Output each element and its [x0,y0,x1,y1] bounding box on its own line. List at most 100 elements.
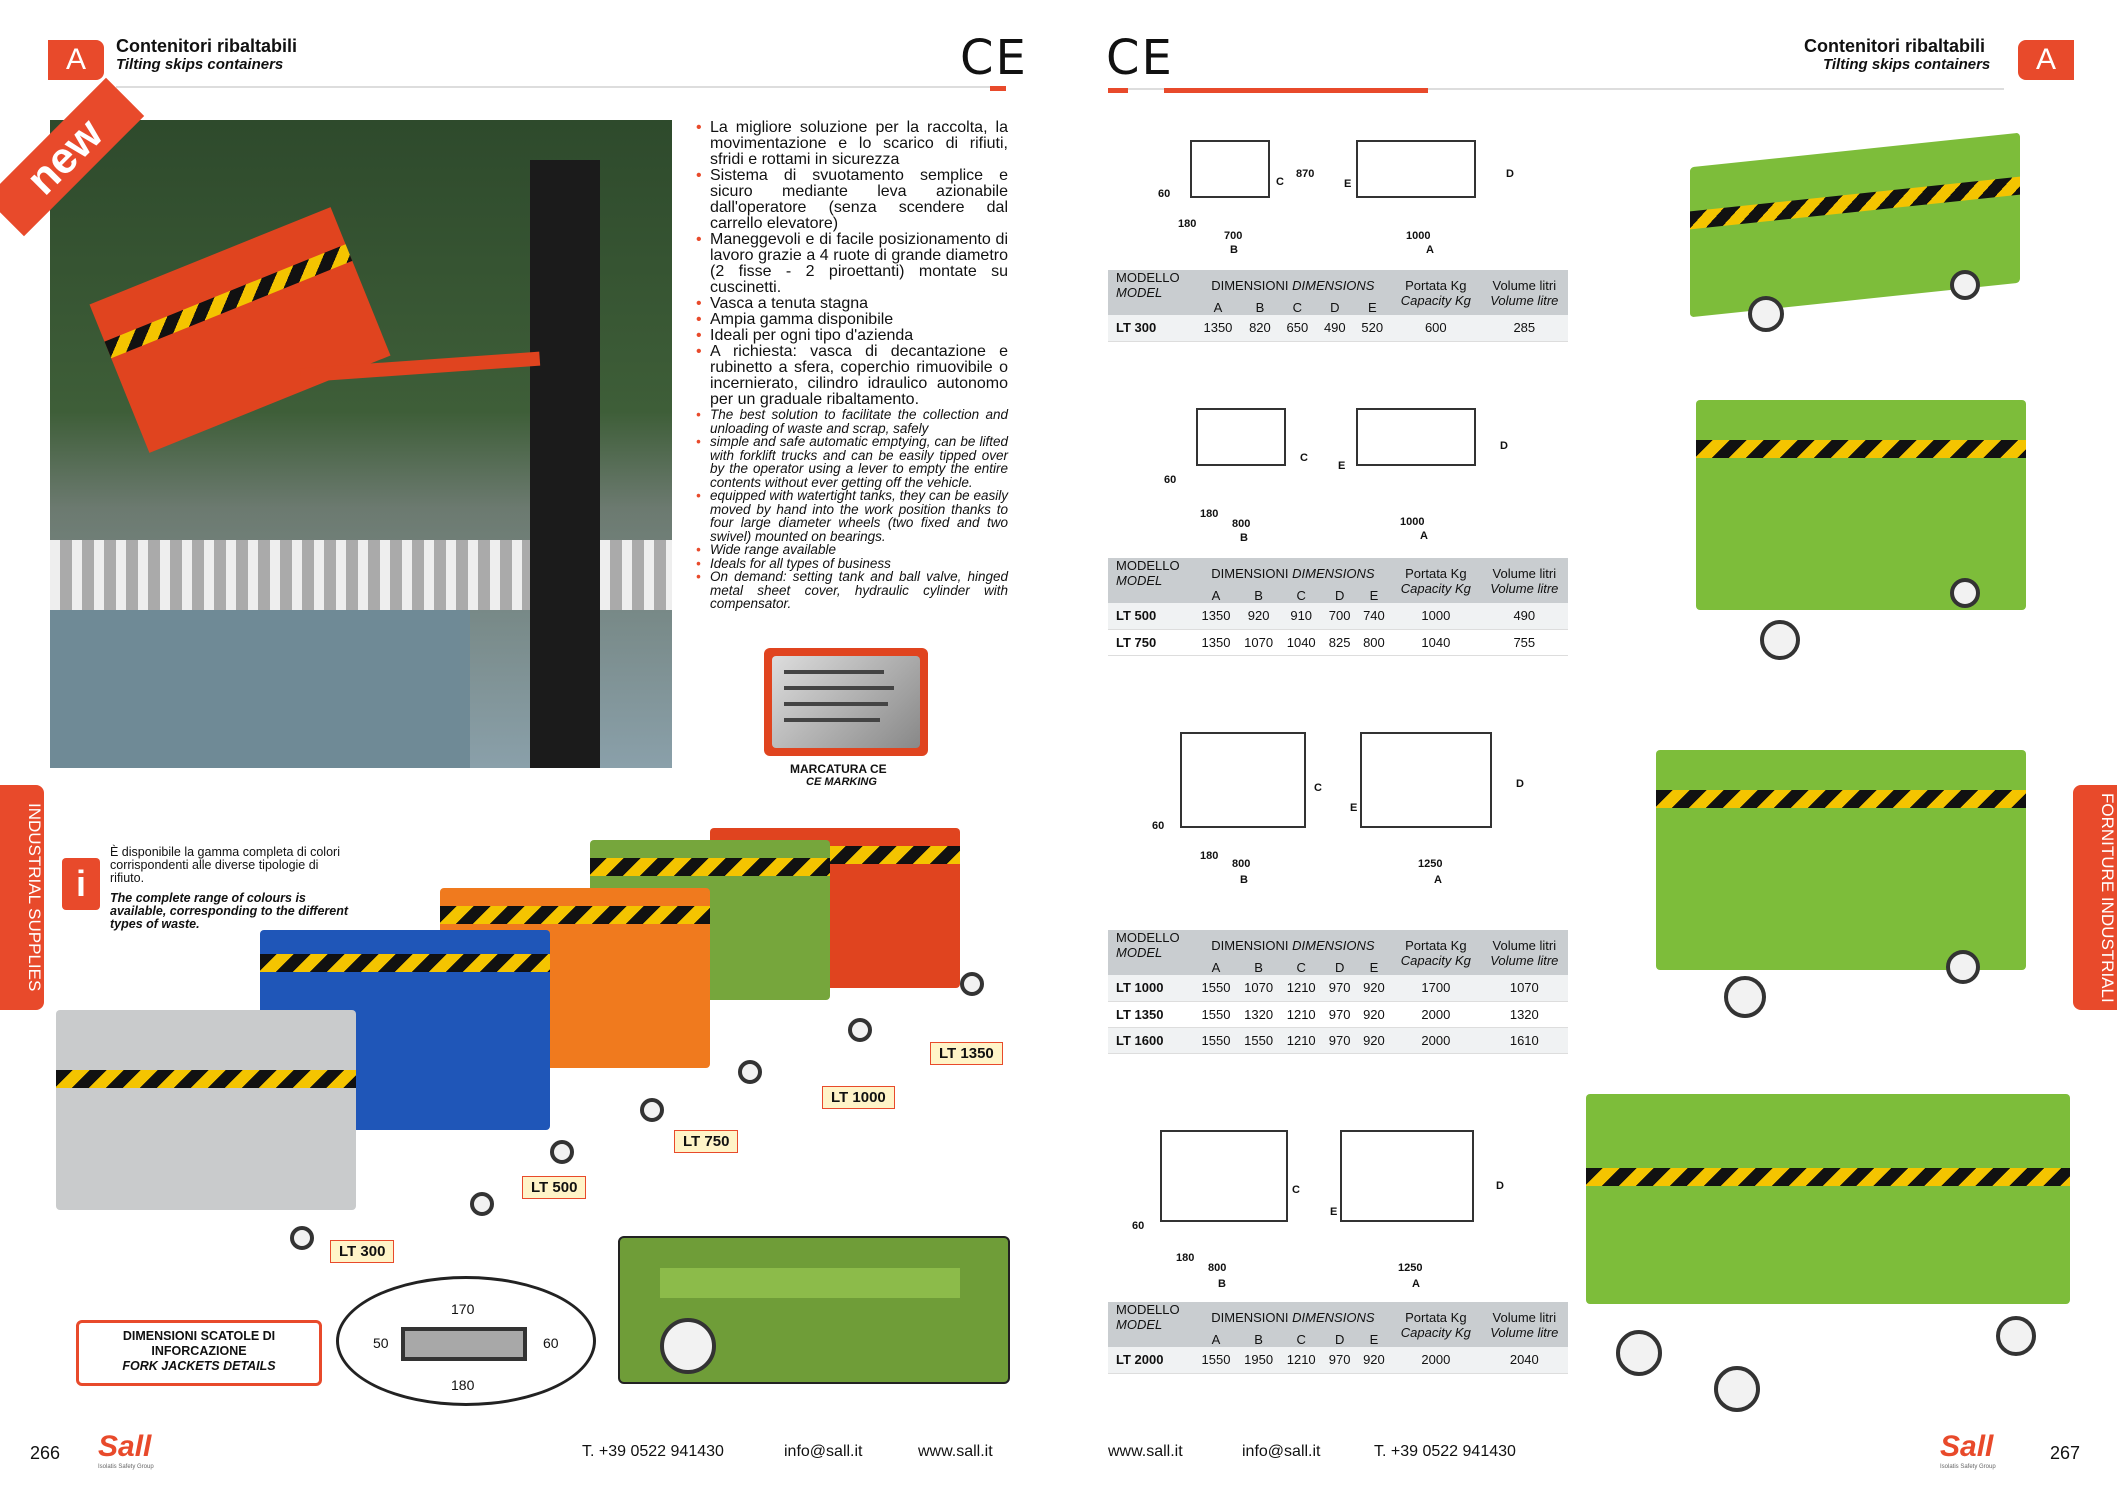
dim-label: C [1276,176,1284,188]
dim-label: C [1300,452,1308,464]
model-label-lt1000: LT 1000 [822,1086,895,1109]
model-label-lt1350: LT 1350 [930,1042,1003,1065]
ce-marking-label-en: CE MARKING [806,776,877,788]
dim-label: A [1420,530,1428,542]
ce-mark: CE [1106,30,1174,86]
feature-it: A richiesta: vasca di decantazione e rub… [696,344,1008,408]
dim-label: B [1240,874,1248,886]
header-divider [116,86,1006,88]
website[interactable]: www.sall.it [1108,1443,1183,1460]
lt500-750-photo [1696,400,2026,610]
fork-detail-photo [618,1236,1010,1384]
feature-it: Vasca a tenuta stagna [696,296,1008,313]
side-label-text: FORNITURE INDUSTRIALI [2098,792,2117,1003]
feature-en: On demand: setting tank and ball valve, … [696,570,1008,611]
dim-label: C [1292,1184,1300,1196]
side-label: FORNITURE INDUSTRIALI [2073,785,2117,1010]
email[interactable]: info@sall.it [1242,1443,1321,1460]
dim-label: D [1506,168,1514,180]
dim-label: 800 [1208,1262,1227,1274]
features-en: The best solution to facilitate the coll… [696,408,1008,611]
dim-label: E [1338,460,1346,472]
dim-label: 180 [1200,850,1219,862]
dim-label: 60 [1132,1220,1145,1232]
forklift-photo [50,120,672,768]
ce-mark: CE [960,30,1028,86]
model-label-lt500: LT 500 [522,1176,587,1199]
model-label-lt300: LT 300 [330,1240,395,1263]
feature-it: Ideali per ogni tipo d'azienda [696,328,1008,345]
fork-jackets-box: DIMENSIONI SCATOLE DI INFORCAZIONE FORK … [76,1320,322,1386]
bin-lt300 [56,1010,356,1210]
feature-it: Sistema di svuotamento semplice e sicuro… [696,168,1008,232]
dim-label: 1250 [1398,1262,1423,1274]
dim-label: 1000 [1406,230,1431,242]
dim-label: 1000 [1400,516,1425,528]
fork-jackets-title-en: FORK JACKETS DETAILS [122,1359,276,1373]
dim-label: 180 [1178,218,1197,230]
logo-tagline: Isolatis Safety Group [98,1464,154,1470]
dim-label: D [1496,1180,1504,1192]
fork-dim-left: 50 [373,1335,389,1351]
dim-label: D [1500,440,1508,452]
dim-label: 60 [1158,188,1171,200]
side-label-text: INDUSTRIAL SUPPLIES [25,803,44,992]
page-title: Contenitori ribaltabili [1804,36,1986,56]
dim-label: 60 [1152,820,1165,832]
dim-label: B [1230,244,1238,256]
dim-label: 870 [1296,168,1315,180]
fork-section-drawing: 170 180 50 60 [336,1276,596,1406]
dim-label: D [1516,778,1524,790]
dim-label: A [1412,1278,1420,1290]
dim-label: 60 [1164,474,1177,486]
dim-label: E [1344,178,1352,190]
page-title: Contenitori ribaltabili [116,36,298,56]
info-icon: i [62,858,100,910]
dim-label: E [1350,802,1358,814]
features-it: La migliore soluzione per la raccolta, l… [696,120,1008,408]
website[interactable]: www.sall.it [918,1443,993,1460]
side-label: INDUSTRIAL SUPPLIES [0,785,44,1010]
fork-dim-top: 170 [451,1301,475,1317]
dim-label: B [1240,532,1248,544]
feature-en: equipped with watertight tanks, they can… [696,489,1008,543]
header-accent [1164,88,1428,93]
page-subtitle: Tilting skips containers [1823,56,1991,73]
fork-jackets-title: DIMENSIONI SCATOLE DI INFORCAZIONE [122,1329,276,1358]
feature-en: Ideals for all types of business [696,556,1008,571]
dim-label: 800 [1232,518,1251,530]
feature-it: Maneggevoli e di facile posizionamento d… [696,232,1008,296]
email[interactable]: info@sall.it [784,1443,863,1460]
header-accent [1108,88,1128,93]
dim-label: 180 [1176,1252,1195,1264]
feature-en: Wide range available [696,543,1008,557]
header-accent [990,86,1006,91]
section-tab: A [48,40,104,80]
dim-label: 180 [1200,508,1219,520]
lt1000-1600-photo [1656,750,2026,970]
lt2000-photo [1586,1094,2070,1304]
page-number: 266 [30,1443,61,1463]
logo-tagline: Isolatis Safety Group [1940,1464,1996,1470]
page-number: 267 [2050,1443,2081,1463]
dim-label: C [1314,782,1322,794]
fork-dim-bottom: 180 [451,1377,475,1393]
dim-label: B [1218,1278,1226,1290]
dim-label: 700 [1224,230,1243,242]
feature-it: Ampia gamma disponibile [696,312,1008,329]
phone: T. +39 0522 941430 [582,1443,724,1460]
section-tab: A [2018,40,2074,80]
